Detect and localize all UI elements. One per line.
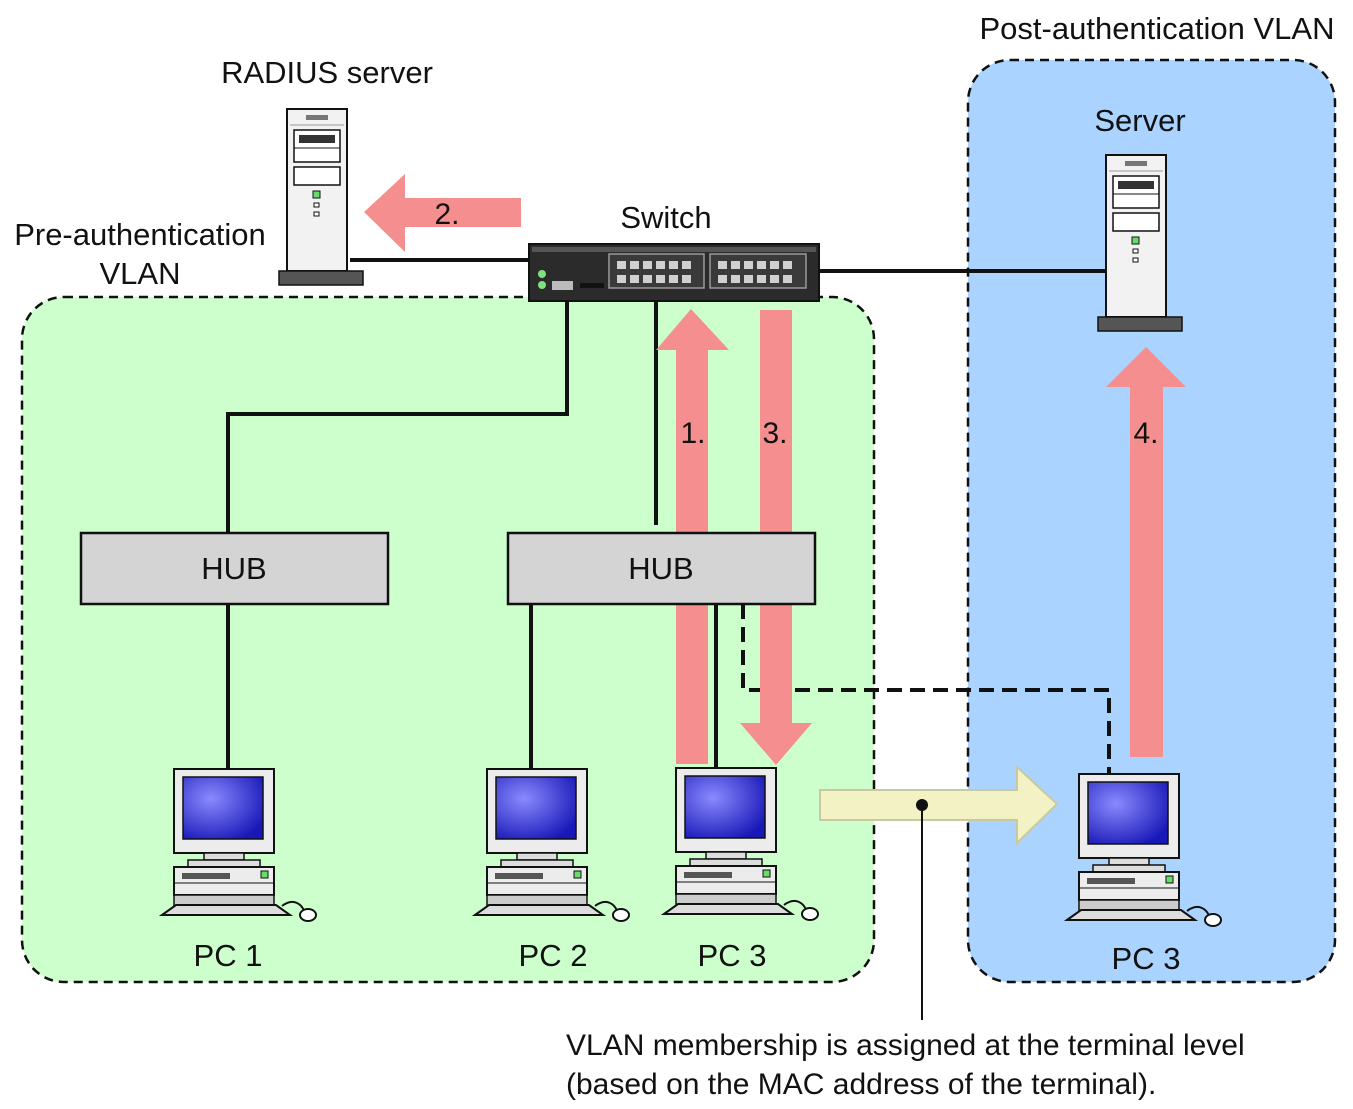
step2-label: 2. — [434, 198, 459, 231]
pre-auth-vlan-label-line2: VLAN — [100, 256, 181, 291]
hub-right-label: HUB — [628, 551, 693, 586]
step4-label: 4. — [1133, 417, 1158, 450]
dashed-link — [741, 604, 1111, 774]
pc2-label: PC 2 — [519, 938, 588, 973]
arrow-step2 — [364, 174, 521, 252]
network-cables — [226, 258, 1106, 768]
hub-left-box — [79, 531, 390, 606]
step1-label: 1. — [680, 417, 705, 450]
radius-server-label: RADIUS server — [221, 55, 433, 90]
hub-right-box — [506, 531, 817, 606]
note-callout-dot — [916, 799, 928, 811]
pc3-post-label: PC 3 — [1112, 941, 1181, 976]
switch-icon — [528, 243, 820, 302]
note-line1: VLAN membership is assigned at the termi… — [566, 1029, 1245, 1062]
pre-auth-vlan-label-line1: Pre-authentication — [14, 217, 266, 252]
pc3-pre-label: PC 3 — [698, 938, 767, 973]
step3-label: 3. — [762, 417, 787, 450]
pc1-label: PC 1 — [194, 938, 263, 973]
note-line2: (based on the MAC address of the termina… — [566, 1068, 1156, 1101]
server-label: Server — [1094, 103, 1185, 138]
move-arrow — [819, 764, 1059, 846]
arrow-step4 — [1106, 347, 1186, 757]
hub-left-label: HUB — [201, 551, 266, 586]
switch-label: Switch — [620, 200, 711, 235]
post-auth-vlan-label: Post-authentication VLAN — [980, 11, 1335, 46]
